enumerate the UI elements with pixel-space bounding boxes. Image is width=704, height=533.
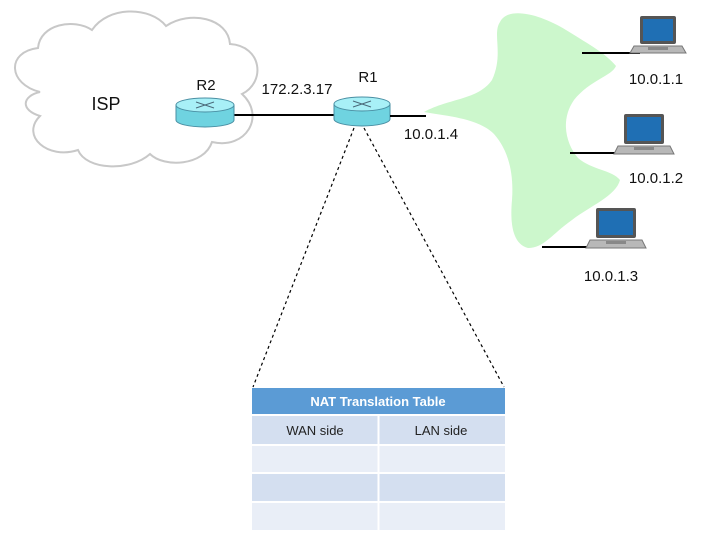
laptop-icon [613,114,675,155]
isp-cloud: ISP [14,10,259,168]
host-3-address: 10.0.1.3 [584,268,638,285]
wan-address-label: 172.2.3.17 [262,81,333,98]
host-2: 10.0.1.2 [570,114,683,187]
zoom-line-right [363,127,505,388]
laptop-icon [629,16,687,54]
isp-label: ISP [91,94,120,114]
router-r1: R1 [333,69,391,127]
router-r2: R2 [175,77,235,128]
host-1-address: 10.0.1.1 [629,71,683,88]
laptop-icon [585,208,647,249]
router-r1-label: R1 [358,69,377,86]
nat-table-title: NAT Translation Table [310,394,445,409]
nat-column-header-lan: LAN side [415,423,468,438]
router-r2-arrows-icon [195,101,215,109]
lan-gateway-label: 10.0.1.4 [404,126,458,143]
nat-translation-table: NAT Translation Table WAN side LAN side [252,388,505,530]
zoom-line-left [252,127,355,388]
nat-column-header-wan: WAN side [286,423,343,438]
host-2-address: 10.0.1.2 [629,170,683,187]
cloud-shape [14,10,259,168]
lan-blob [424,13,620,248]
host-3: 10.0.1.3 [542,208,647,285]
nat-table-title-bar [252,388,505,414]
router-r2-label: R2 [196,77,215,94]
router-r1-arrows-icon [352,100,372,108]
host-1: 10.0.1.1 [582,16,687,88]
